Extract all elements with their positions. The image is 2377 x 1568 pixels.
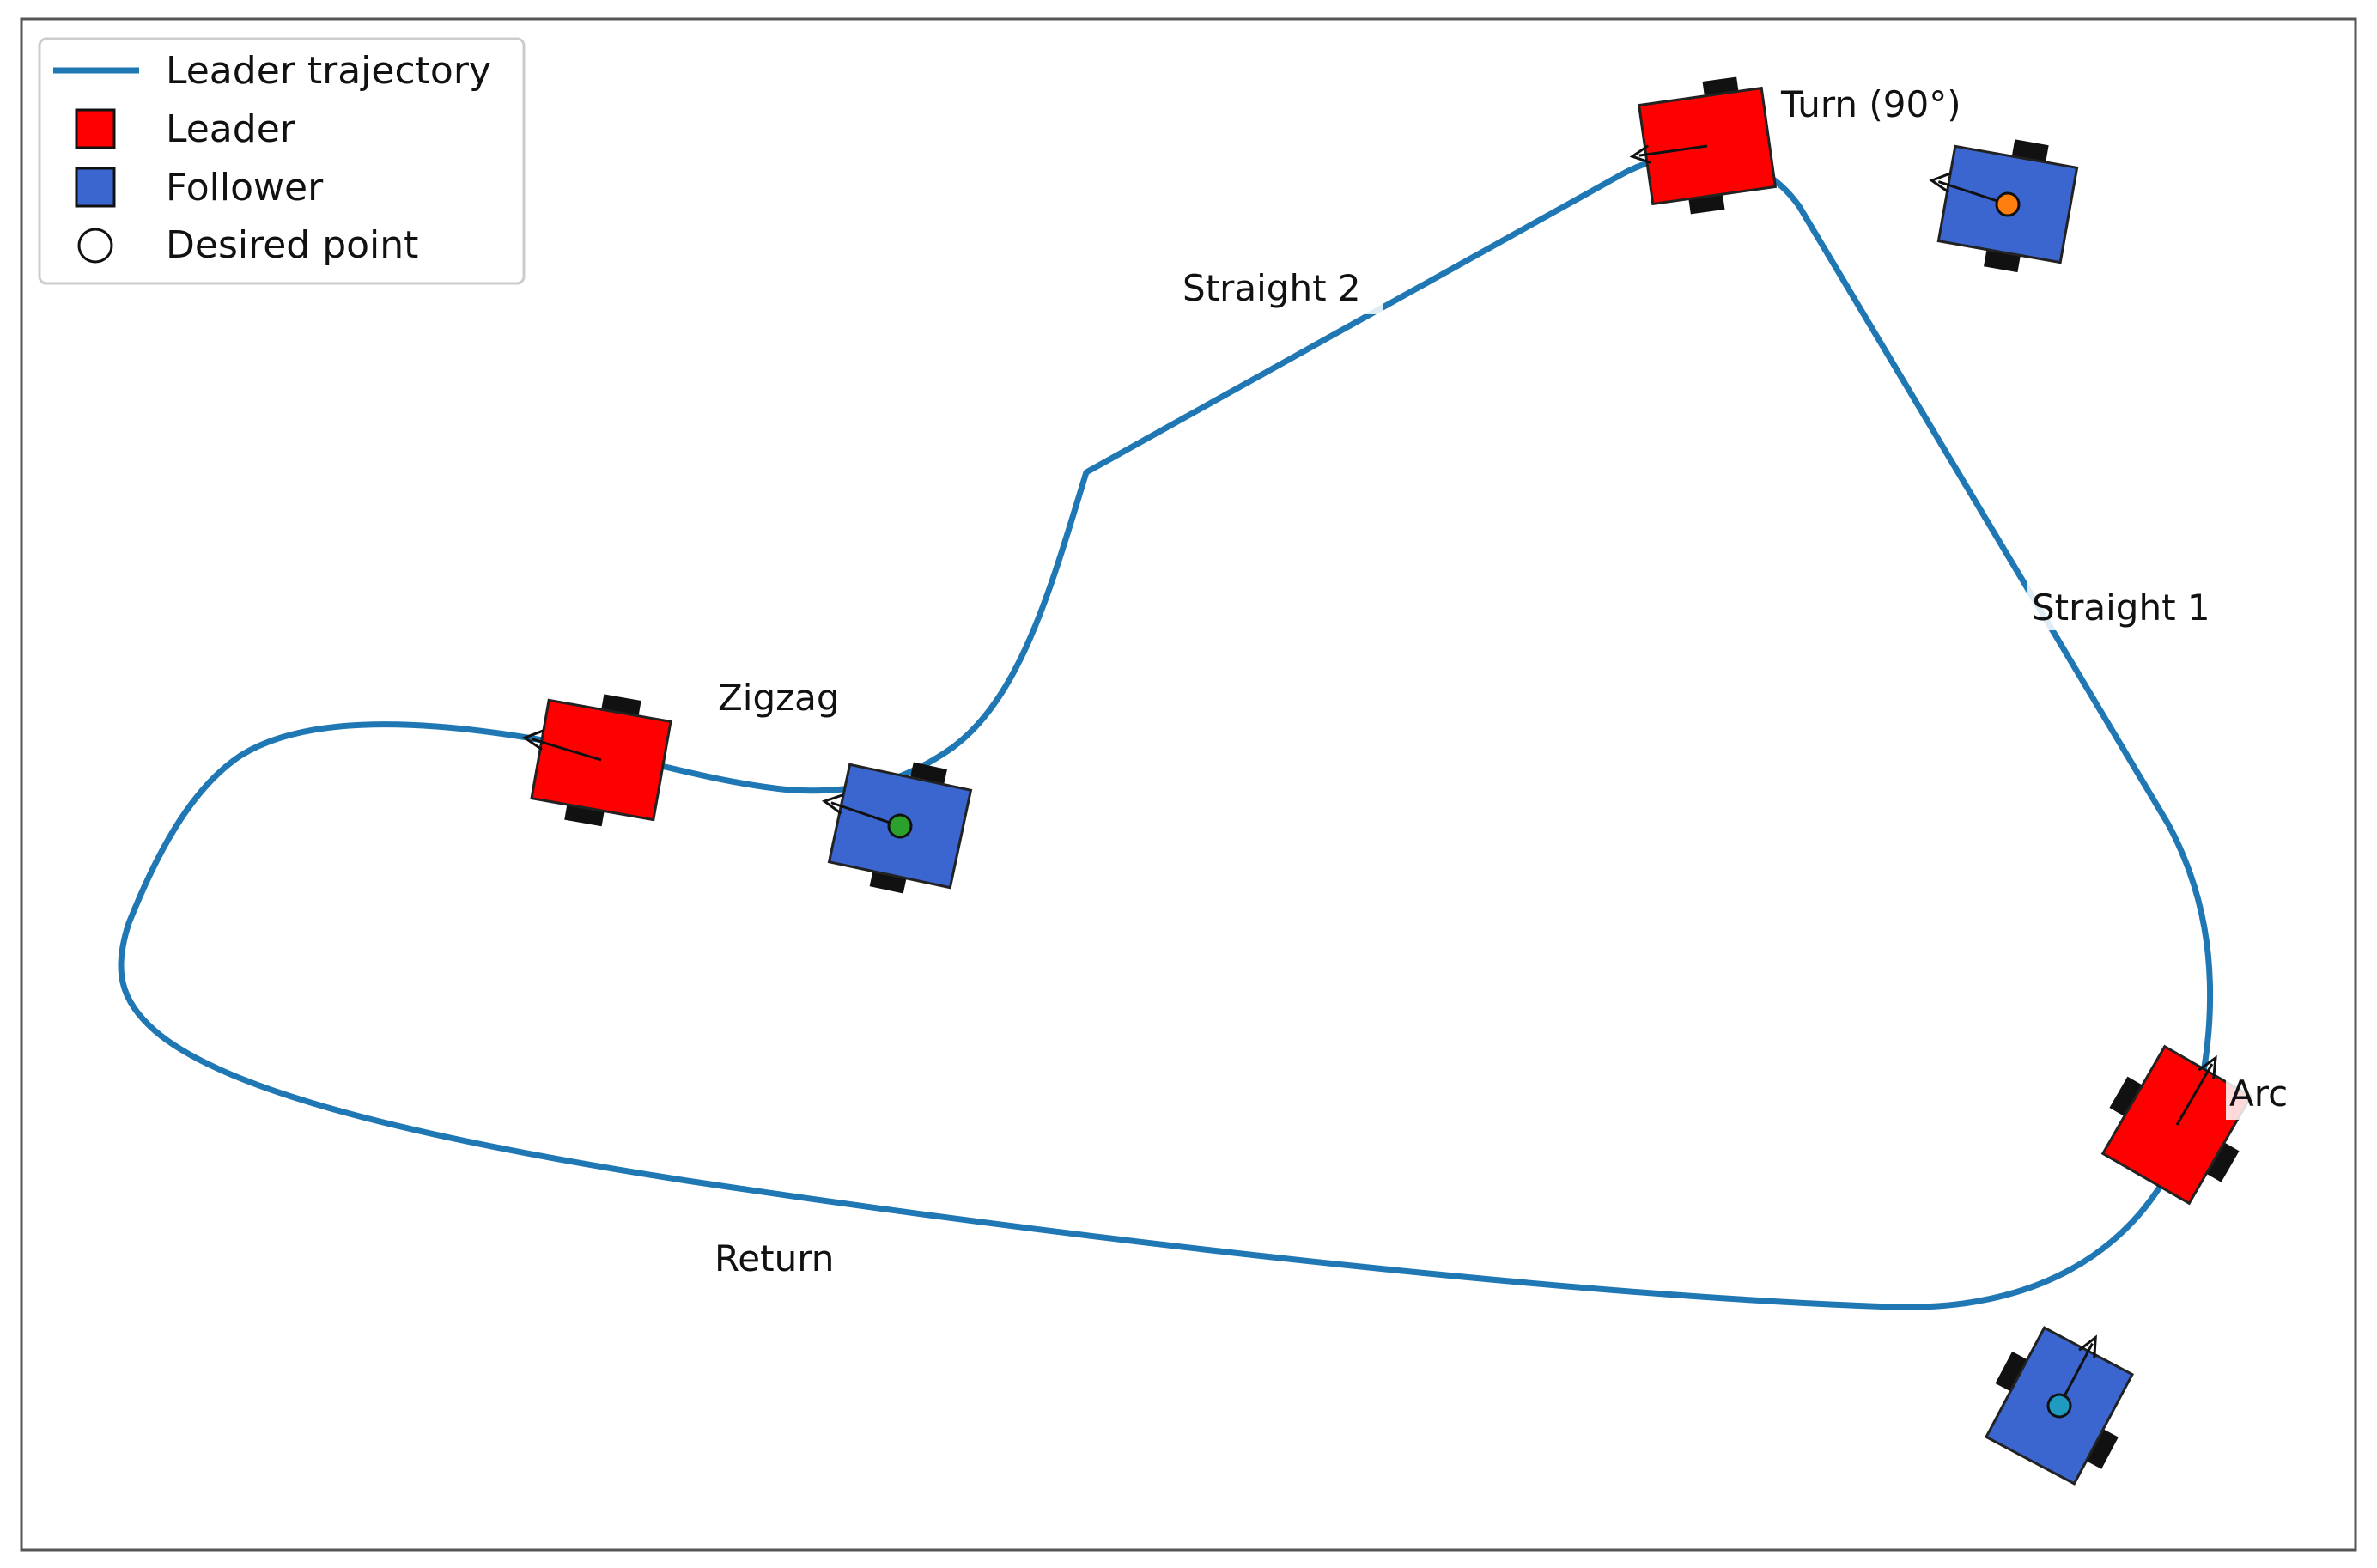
wheel-icon xyxy=(1995,1351,2029,1393)
wheel-icon xyxy=(2204,1141,2240,1182)
trajectory-path xyxy=(118,151,2214,1310)
arrow-left-icon xyxy=(1929,172,1951,194)
leader-robot-turn xyxy=(1629,76,1778,215)
legend-label-trajectory: Leader trajectory xyxy=(166,49,491,93)
label-bg xyxy=(2027,582,2233,630)
label-bg xyxy=(1181,266,1383,314)
legend-box xyxy=(38,37,526,285)
segment-label-arc: Arc xyxy=(2229,1073,2288,1115)
legend-follower-square-icon xyxy=(75,167,116,208)
segment-label-straight-2: Straight 2 xyxy=(1182,267,1361,309)
leader-robot-zigzag xyxy=(521,694,672,827)
heading-line xyxy=(531,738,602,762)
arrow-left-icon xyxy=(521,729,544,751)
arrow-up-icon xyxy=(2078,1334,2097,1358)
leader-robot-arc xyxy=(2100,1044,2253,1206)
arrow-left-icon xyxy=(821,793,844,815)
legend: Leader trajectory Leader Follower Desire… xyxy=(38,37,526,285)
desired-point-marker xyxy=(887,813,913,839)
heading-line xyxy=(1638,144,1708,157)
segment-label-zigzag: Zigzag xyxy=(718,677,840,719)
follower-robot-zigzag xyxy=(821,762,973,894)
wheel-icon xyxy=(2084,1428,2119,1469)
heading-line xyxy=(2175,1063,2214,1126)
desired-point-marker xyxy=(2046,1393,2072,1419)
legend-leader-square-icon xyxy=(75,108,116,149)
label-bg xyxy=(2226,1072,2296,1120)
wheel-icon xyxy=(2109,1076,2144,1118)
legend-label-leader: Leader xyxy=(166,107,296,151)
desired-point-marker xyxy=(1995,191,2021,217)
label-bg xyxy=(1771,82,1985,130)
legend-label-desired-point: Desired point xyxy=(166,223,418,267)
arrow-up-icon xyxy=(2198,1054,2217,1079)
segment-label-return: Return xyxy=(714,1237,834,1279)
legend-desired-point-circle-icon xyxy=(77,228,113,264)
segment-label-turn: Turn (90°) xyxy=(1780,83,1961,125)
segment-label-straight-1: Straight 1 xyxy=(2032,586,2210,629)
arrow-left-icon xyxy=(1629,144,1651,164)
follower-robot-turn xyxy=(1929,139,2079,273)
legend-label-follower: Follower xyxy=(166,166,324,210)
follower-robot-arc xyxy=(1984,1326,2135,1486)
